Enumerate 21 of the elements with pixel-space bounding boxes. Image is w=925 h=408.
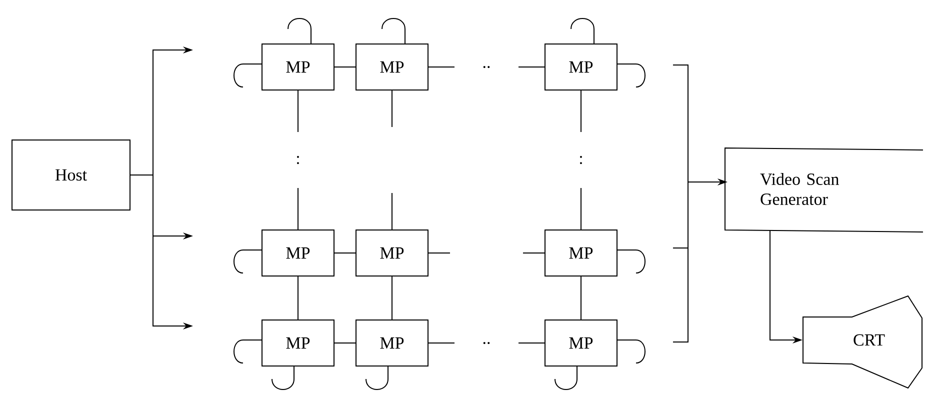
processor-box: MP	[262, 44, 334, 90]
host-box: Host	[12, 140, 130, 210]
processor-box: MP	[544, 320, 618, 366]
edge-label: ..	[454, 337, 518, 349]
connector	[334, 252, 356, 254]
edge-label: :	[575, 132, 587, 188]
connector	[334, 342, 356, 344]
edge-label: :	[292, 132, 304, 188]
processor-box: MP	[356, 320, 428, 366]
processor-box: MP	[356, 44, 428, 90]
crt-tube: CRT	[802, 295, 922, 389]
connector	[580, 276, 582, 320]
generator-box: Video Scan Generator	[724, 148, 924, 232]
connector	[334, 66, 356, 68]
bracket	[672, 64, 688, 342]
processor-box: MP	[262, 230, 334, 276]
edge-label: ..	[454, 61, 518, 73]
processor-box: MP	[544, 230, 618, 276]
processor-box: MP	[544, 44, 618, 90]
processor-box: MP	[356, 230, 428, 276]
processor-box: MP	[262, 320, 334, 366]
